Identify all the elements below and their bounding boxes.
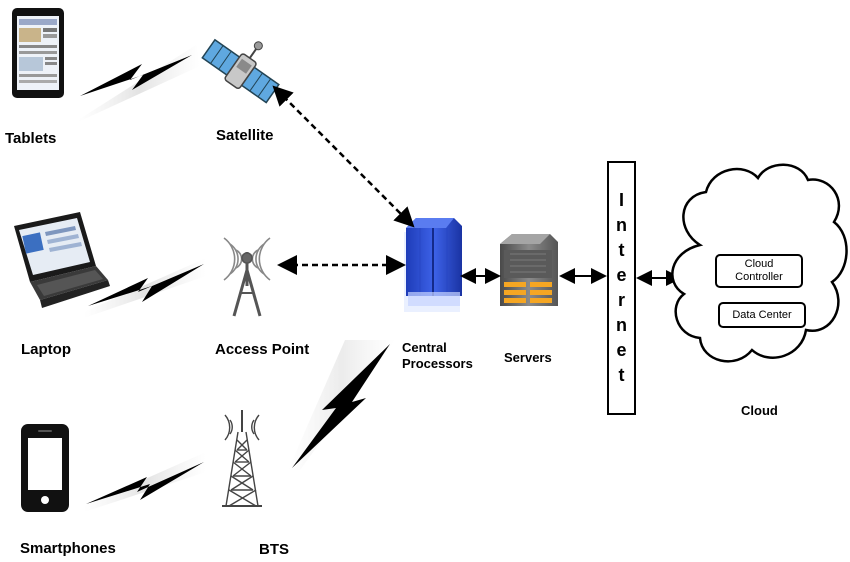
wireless-link-smartphone <box>84 452 206 512</box>
cloud-label: Cloud <box>741 403 778 418</box>
data-center-label: Data Center <box>732 308 792 321</box>
central-processors-label: Central Processors <box>402 340 473 371</box>
internet-letter: e <box>616 265 627 285</box>
laptop-icon <box>14 212 110 308</box>
cloud-controller-label: Cloud Controller <box>735 258 783 283</box>
central-processors-icon <box>404 218 462 312</box>
internet-box: I n t e r n e t <box>607 161 636 415</box>
tablets-label: Tablets <box>5 130 57 147</box>
wireless-link-laptop <box>84 258 206 318</box>
servers-label: Servers <box>504 350 552 365</box>
satellite-icon <box>201 38 280 104</box>
internet-letter: r <box>617 290 625 310</box>
data-center-box: Data Center <box>718 302 806 328</box>
smartphone-icon <box>21 424 69 512</box>
internet-letter: n <box>616 215 627 235</box>
internet-letter: n <box>616 315 627 335</box>
tablet-icon <box>12 8 64 98</box>
servers-icon <box>500 234 558 306</box>
bts-label: BTS <box>259 541 289 558</box>
internet-letter: t <box>618 365 625 385</box>
internet-letter: I <box>618 190 624 210</box>
internet-letter: e <box>616 340 627 360</box>
link-satellite-processors <box>272 85 415 228</box>
wireless-link-bts <box>288 340 395 470</box>
smartphones-label: Smartphones <box>20 540 116 557</box>
satellite-label: Satellite <box>216 127 274 144</box>
wireless-link-tablet <box>78 45 200 122</box>
access-point-label: Access Point <box>215 341 310 358</box>
access-point-icon <box>223 237 271 317</box>
cloud-controller-box: Cloud Controller <box>715 254 803 288</box>
internet-letter: t <box>618 240 625 260</box>
laptop-label: Laptop <box>21 341 71 358</box>
bts-tower-icon <box>222 410 262 507</box>
